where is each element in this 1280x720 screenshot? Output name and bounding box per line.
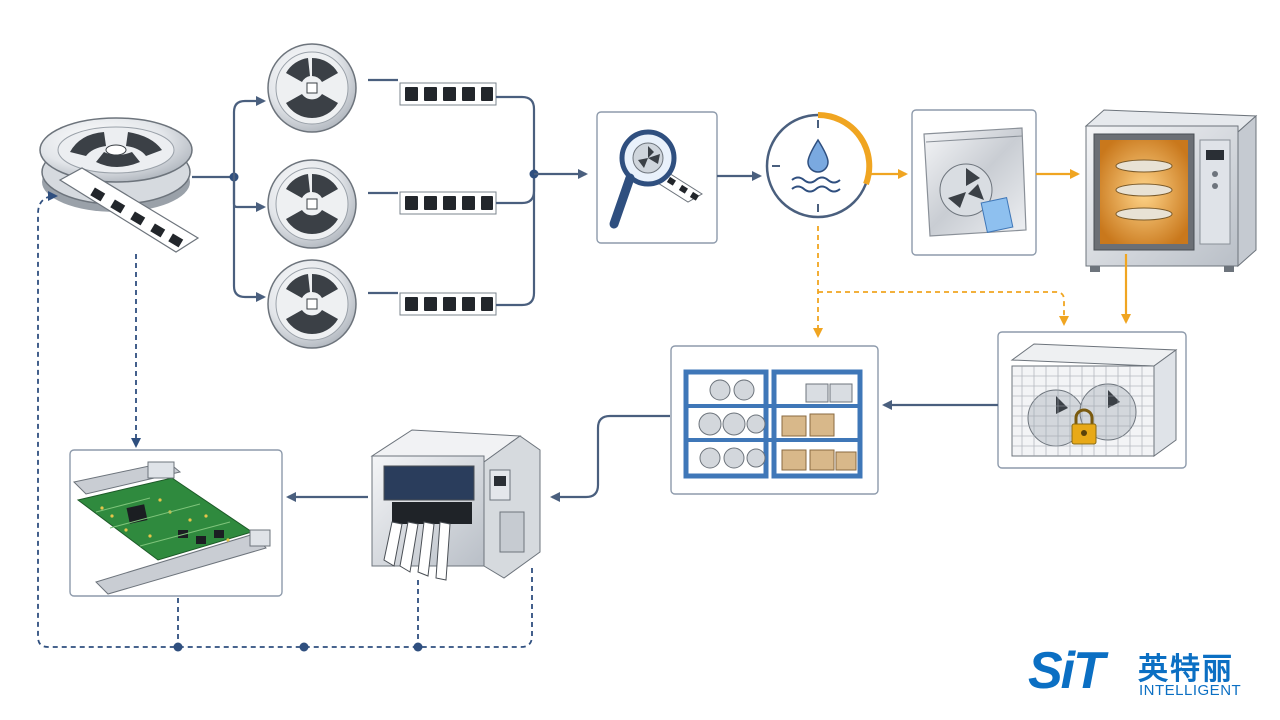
moisture-bypass-lines bbox=[813, 226, 1069, 338]
brand-logo: SiT 英特丽 INTELLIGENT bbox=[1028, 642, 1260, 704]
master-reel-icon bbox=[39, 117, 200, 253]
component-tape-icon bbox=[399, 191, 497, 215]
split-reel-icon bbox=[267, 43, 357, 133]
split-reel-icon bbox=[267, 159, 357, 249]
split-reel-icon bbox=[267, 259, 357, 349]
component-tape-icon bbox=[399, 82, 497, 106]
drying-oven-icon bbox=[1084, 109, 1258, 272]
logo-english-name: INTELLIGENT bbox=[1139, 682, 1242, 699]
magnifier-inspection-icon bbox=[609, 129, 703, 229]
pick-and-place-machine-icon bbox=[370, 429, 541, 581]
vacuum-bag-icon bbox=[923, 127, 1027, 237]
storage-rack-icon bbox=[683, 369, 863, 479]
traceability-loop-lines bbox=[37, 191, 533, 652]
moisture-gauge-icon bbox=[765, 111, 873, 219]
component-tape-icon bbox=[399, 292, 497, 316]
logo-mark: SiT bbox=[1028, 642, 1105, 700]
pcb-board-icon bbox=[72, 461, 271, 595]
logo-chinese-name: 英特丽 bbox=[1138, 652, 1234, 687]
flow-arrow bbox=[550, 414, 670, 502]
split-flow-lines bbox=[192, 78, 588, 307]
locked-cage-icon bbox=[1010, 343, 1178, 457]
